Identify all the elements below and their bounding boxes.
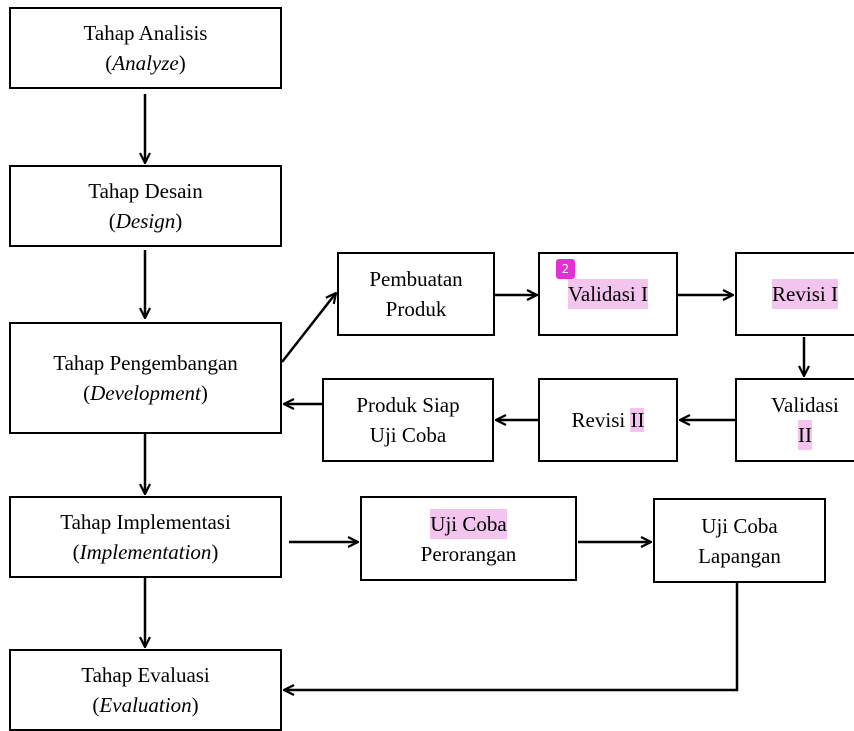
arrow-lapangan-to-evaluation bbox=[284, 583, 739, 690]
phase-evaluation-title: Tahap Evaluasi bbox=[81, 663, 210, 687]
step-revisi-2: Revisi II bbox=[538, 378, 678, 462]
step-validasi-1: Validasi I bbox=[538, 252, 678, 336]
phase-design-english: Design bbox=[115, 209, 176, 233]
phase-analyze-box: Tahap Analisis (Analyze) bbox=[9, 7, 282, 89]
phase-development-title: Tahap Pengembangan bbox=[53, 351, 238, 375]
step-produk-siap: Produk Siap Uji Coba bbox=[322, 378, 494, 462]
phase-development-box: Tahap Pengembangan (Development) bbox=[9, 322, 282, 434]
phase-analyze-title: Tahap Analisis bbox=[83, 21, 208, 45]
phase-design-title: Tahap Desain bbox=[88, 179, 203, 203]
step-revisi-1: Revisi I bbox=[735, 252, 854, 336]
phase-implementation-box: Tahap Implementasi (Implementation) bbox=[9, 496, 282, 578]
phase-evaluation-box: Tahap Evaluasi (Evaluation) bbox=[9, 649, 282, 731]
phase-implementation-title: Tahap Implementasi bbox=[60, 510, 231, 534]
phase-design-box: Tahap Desain (Design) bbox=[9, 165, 282, 247]
arrow-development-to-pembuatan bbox=[281, 293, 336, 363]
step-pembuatan-produk: Pembuatan Produk bbox=[337, 252, 495, 336]
annotation-badge: 2 bbox=[556, 259, 575, 279]
step-uji-coba-lapangan: Uji Coba Lapangan bbox=[653, 498, 826, 583]
phase-evaluation-english: Evaluation bbox=[99, 693, 192, 717]
step-validasi-2: Validasi II bbox=[735, 378, 854, 462]
phase-implementation-english: Implementation bbox=[79, 540, 212, 564]
phase-analyze-english: Analyze bbox=[112, 51, 179, 75]
step-uji-coba-perorangan: Uji Coba Perorangan bbox=[360, 496, 577, 581]
phase-development-english: Development bbox=[90, 381, 201, 405]
